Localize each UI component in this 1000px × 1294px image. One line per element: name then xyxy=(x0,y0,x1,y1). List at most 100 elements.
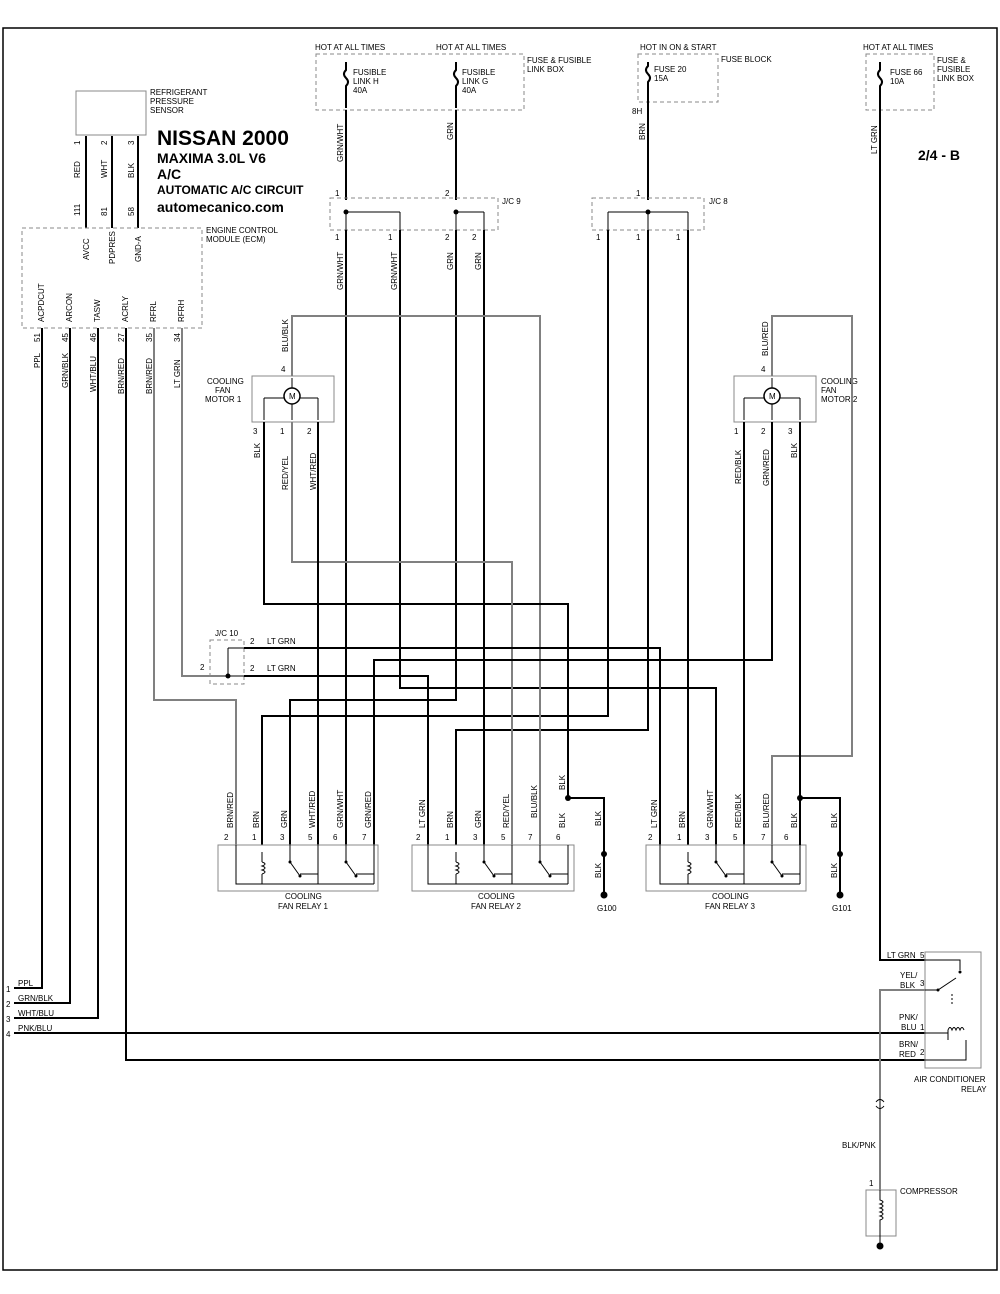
ac-relay-wire: BRN/RED xyxy=(899,1040,919,1059)
fan-motor-1-top-pin: 4 xyxy=(281,365,286,374)
refrigerant-sensor xyxy=(75,90,147,136)
left-wire: PPL xyxy=(18,979,34,988)
ground-g100-wire: BLK xyxy=(594,810,603,826)
wire-g101 xyxy=(799,797,841,892)
jc8-bottom-pin: 1 xyxy=(676,233,681,242)
ecm-bottom-signal: TASW xyxy=(93,299,102,322)
left-wire: WHT/BLU xyxy=(18,1009,54,1018)
ecm-bottom-wire: GRN/BLK xyxy=(61,352,70,388)
feed-brn-label: BRN xyxy=(638,123,647,140)
ecm-bottom-wire: BRN/RED xyxy=(117,358,126,394)
fuse-block-label: FUSE BLOCK xyxy=(721,55,772,64)
ecm-top-signal: PDPRES xyxy=(108,231,117,264)
ecm-bottom-wire: BRN/RED xyxy=(145,358,154,394)
title-make-year: NISSAN 2000 xyxy=(157,127,289,150)
jc9-bottom-pin: 2 xyxy=(472,233,477,242)
jc9-top-pin: 2 xyxy=(445,189,450,198)
relay3-wire: RED/BLK xyxy=(734,793,743,828)
left-connector: 1 2 3 4 PPL GRN/BLK WHT/BLU PNK/BLU xyxy=(6,979,54,1039)
jc10-bus xyxy=(227,647,244,677)
jc9-bottom-wire: GRN/WHT xyxy=(390,252,399,290)
title-circuit: AUTOMATIC A/C CIRCUIT xyxy=(157,183,304,197)
jc10-wire: LT GRN xyxy=(267,637,296,646)
fusible-link-h-symbol xyxy=(343,62,349,108)
feed-grn-wht-label: GRN/WHT xyxy=(336,124,345,162)
jc8-top-pin: 1 xyxy=(636,189,641,198)
compressor-label: COMPRESSOR xyxy=(900,1187,958,1196)
hot-always-2: HOT AT ALL TIMES xyxy=(436,43,506,52)
wire-blu-blk xyxy=(291,315,541,845)
wire-jc9-grn-wht-b xyxy=(399,230,717,845)
fan-motor-1-wire: WHT/RED xyxy=(309,452,318,490)
relay2-wire: BRN xyxy=(446,811,455,828)
relay3-pin: 1 xyxy=(677,833,682,842)
relay3-wire: BLU/RED xyxy=(762,793,771,828)
jc9-node xyxy=(453,209,459,215)
ac-relay-internal xyxy=(925,959,967,1061)
relay3-wire: LT GRN xyxy=(650,799,659,828)
fusible-link-g-symbol xyxy=(453,62,459,108)
fan-relay-3-pins: 2 1 3 5 7 6 LT GRN BRN GRN/WHT RED/BLK B… xyxy=(648,790,799,842)
ac-relay-pin: 1 xyxy=(920,1023,925,1032)
relay1-pin: 1 xyxy=(252,833,257,842)
fan-motor-1-m: M xyxy=(289,392,296,401)
ac-relay-wire: YEL/BLK xyxy=(900,971,918,990)
jc10-node xyxy=(225,673,231,679)
hot-always-3: HOT AT ALL TIMES xyxy=(863,43,933,52)
fan-motor-1-pin: 2 xyxy=(307,427,312,436)
fan-relay-1-pins: 2 1 3 5 6 7 BRN/RED BRN GRN WHT/RED GRN/… xyxy=(224,790,373,842)
relay2-wire: BLU/BLK xyxy=(530,784,539,818)
jc9-bottom-wire: GRN xyxy=(446,252,455,270)
ecm-top-pin: 111 xyxy=(73,203,82,216)
ground-g100-wire-2: BLK xyxy=(594,862,603,878)
title-website: automecanico.com xyxy=(157,199,284,215)
left-wire: PNK/BLU xyxy=(18,1024,52,1033)
ac-relay-pin: 2 xyxy=(920,1048,925,1057)
relay2-pin: 1 xyxy=(445,833,450,842)
feed-grn-label: GRN xyxy=(446,122,455,140)
jc8-node xyxy=(645,209,651,215)
relay2-wire: BLK xyxy=(558,812,567,828)
jc9-bus xyxy=(345,211,485,230)
ecm-bottom-pin: 51 xyxy=(33,333,42,342)
fan-motor-1-internal xyxy=(263,378,319,420)
left-pin: 4 xyxy=(6,1030,11,1039)
ac-relay-pin: 5 xyxy=(920,951,925,960)
wire-fan1-blk xyxy=(263,422,569,798)
fan-relay-2 xyxy=(411,844,575,892)
jc9-bottom-wire: GRN xyxy=(474,252,483,270)
compressor-coil xyxy=(878,1190,884,1246)
compressor-ground xyxy=(876,1242,884,1250)
sensor-pins: 1 2 3 RED WHT BLK 111 81 58 xyxy=(73,140,136,216)
jc9-top-pin: 1 xyxy=(335,189,340,198)
fan-motor-2-top-pin: 4 xyxy=(761,365,766,374)
ground-g100-symbol xyxy=(601,851,607,857)
wire-ppl xyxy=(14,328,43,989)
compressor xyxy=(865,1189,897,1237)
jc9-bottom-pin: 1 xyxy=(335,233,340,242)
wire-blu-red xyxy=(771,315,853,845)
ecm-bottom-signal: ARCON xyxy=(65,293,74,322)
fan-relay-1 xyxy=(217,844,379,892)
wire-fan2-grn-red xyxy=(373,422,773,845)
ground-g100-terminal xyxy=(600,891,608,899)
relay1-wire: BRN xyxy=(252,811,261,828)
wire-lt-grn-rfrh xyxy=(181,328,228,677)
relay1-pin: 7 xyxy=(362,833,367,842)
left-wire: GRN/BLK xyxy=(18,994,54,1003)
sensor-wire: WHT xyxy=(100,160,109,178)
fan-motor-2-wire: BLK xyxy=(790,442,799,458)
fan-motor-2-m: M xyxy=(769,392,776,401)
jc10-pin: 2 xyxy=(200,663,205,672)
ecm-bottom-pin: 34 xyxy=(173,333,182,342)
relay2-pin: 5 xyxy=(501,833,506,842)
fuse-66-symbol xyxy=(877,62,883,110)
